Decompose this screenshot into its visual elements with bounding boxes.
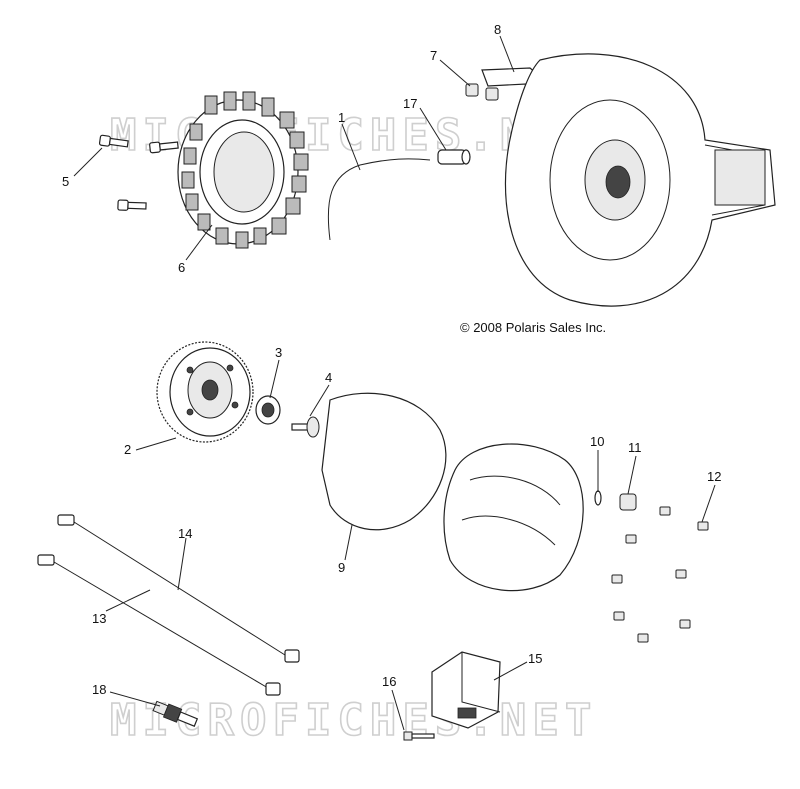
callout-5: 5 [62, 174, 69, 189]
callout-2: 2 [124, 442, 131, 457]
part-7-bolts [465, 83, 499, 101]
part-12-bolts [611, 506, 709, 643]
copyright-text: © 2008 Polaris Sales Inc. [460, 320, 606, 335]
part-13-cable [37, 554, 281, 696]
part-3-clutch [255, 395, 281, 425]
part-6-stator [177, 91, 309, 249]
callout-3: 3 [275, 345, 282, 360]
part-9-gasket [321, 392, 447, 531]
part-15-regulator [431, 651, 501, 729]
callout-14: 14 [178, 526, 192, 541]
callout-10: 10 [590, 434, 604, 449]
part-17-sleeve [437, 149, 471, 165]
part-16-bolt [403, 731, 435, 741]
callout-6: 6 [178, 260, 185, 275]
crankcase-housing [504, 53, 776, 307]
part-4-gear [291, 416, 320, 438]
part-18-spark-plug [152, 700, 199, 727]
callout-1: 1 [338, 110, 345, 125]
callout-labels: 1 2 3 4 5 6 7 8 9 10 11 12 13 14 15 16 1… [62, 22, 721, 697]
magneto-cover [443, 443, 584, 592]
part-2-flywheel [156, 341, 254, 443]
callout-4: 4 [325, 370, 332, 385]
callout-11: 11 [628, 440, 642, 455]
callout-12: 12 [707, 469, 721, 484]
callout-13: 13 [92, 611, 106, 626]
part-5-bolts [98, 134, 179, 211]
callout-16: 16 [382, 674, 396, 689]
callout-9: 9 [338, 560, 345, 575]
part-14-cable [57, 514, 300, 663]
callout-17: 17 [403, 96, 417, 111]
callout-7: 7 [430, 48, 437, 63]
callout-15: 15 [528, 651, 542, 666]
callout-18: 18 [92, 682, 106, 697]
leader-lines [73, 35, 716, 731]
part-10-oring [594, 490, 602, 506]
part-11-sensor [619, 493, 637, 511]
callout-8: 8 [494, 22, 501, 37]
part-1-wire [327, 158, 431, 241]
